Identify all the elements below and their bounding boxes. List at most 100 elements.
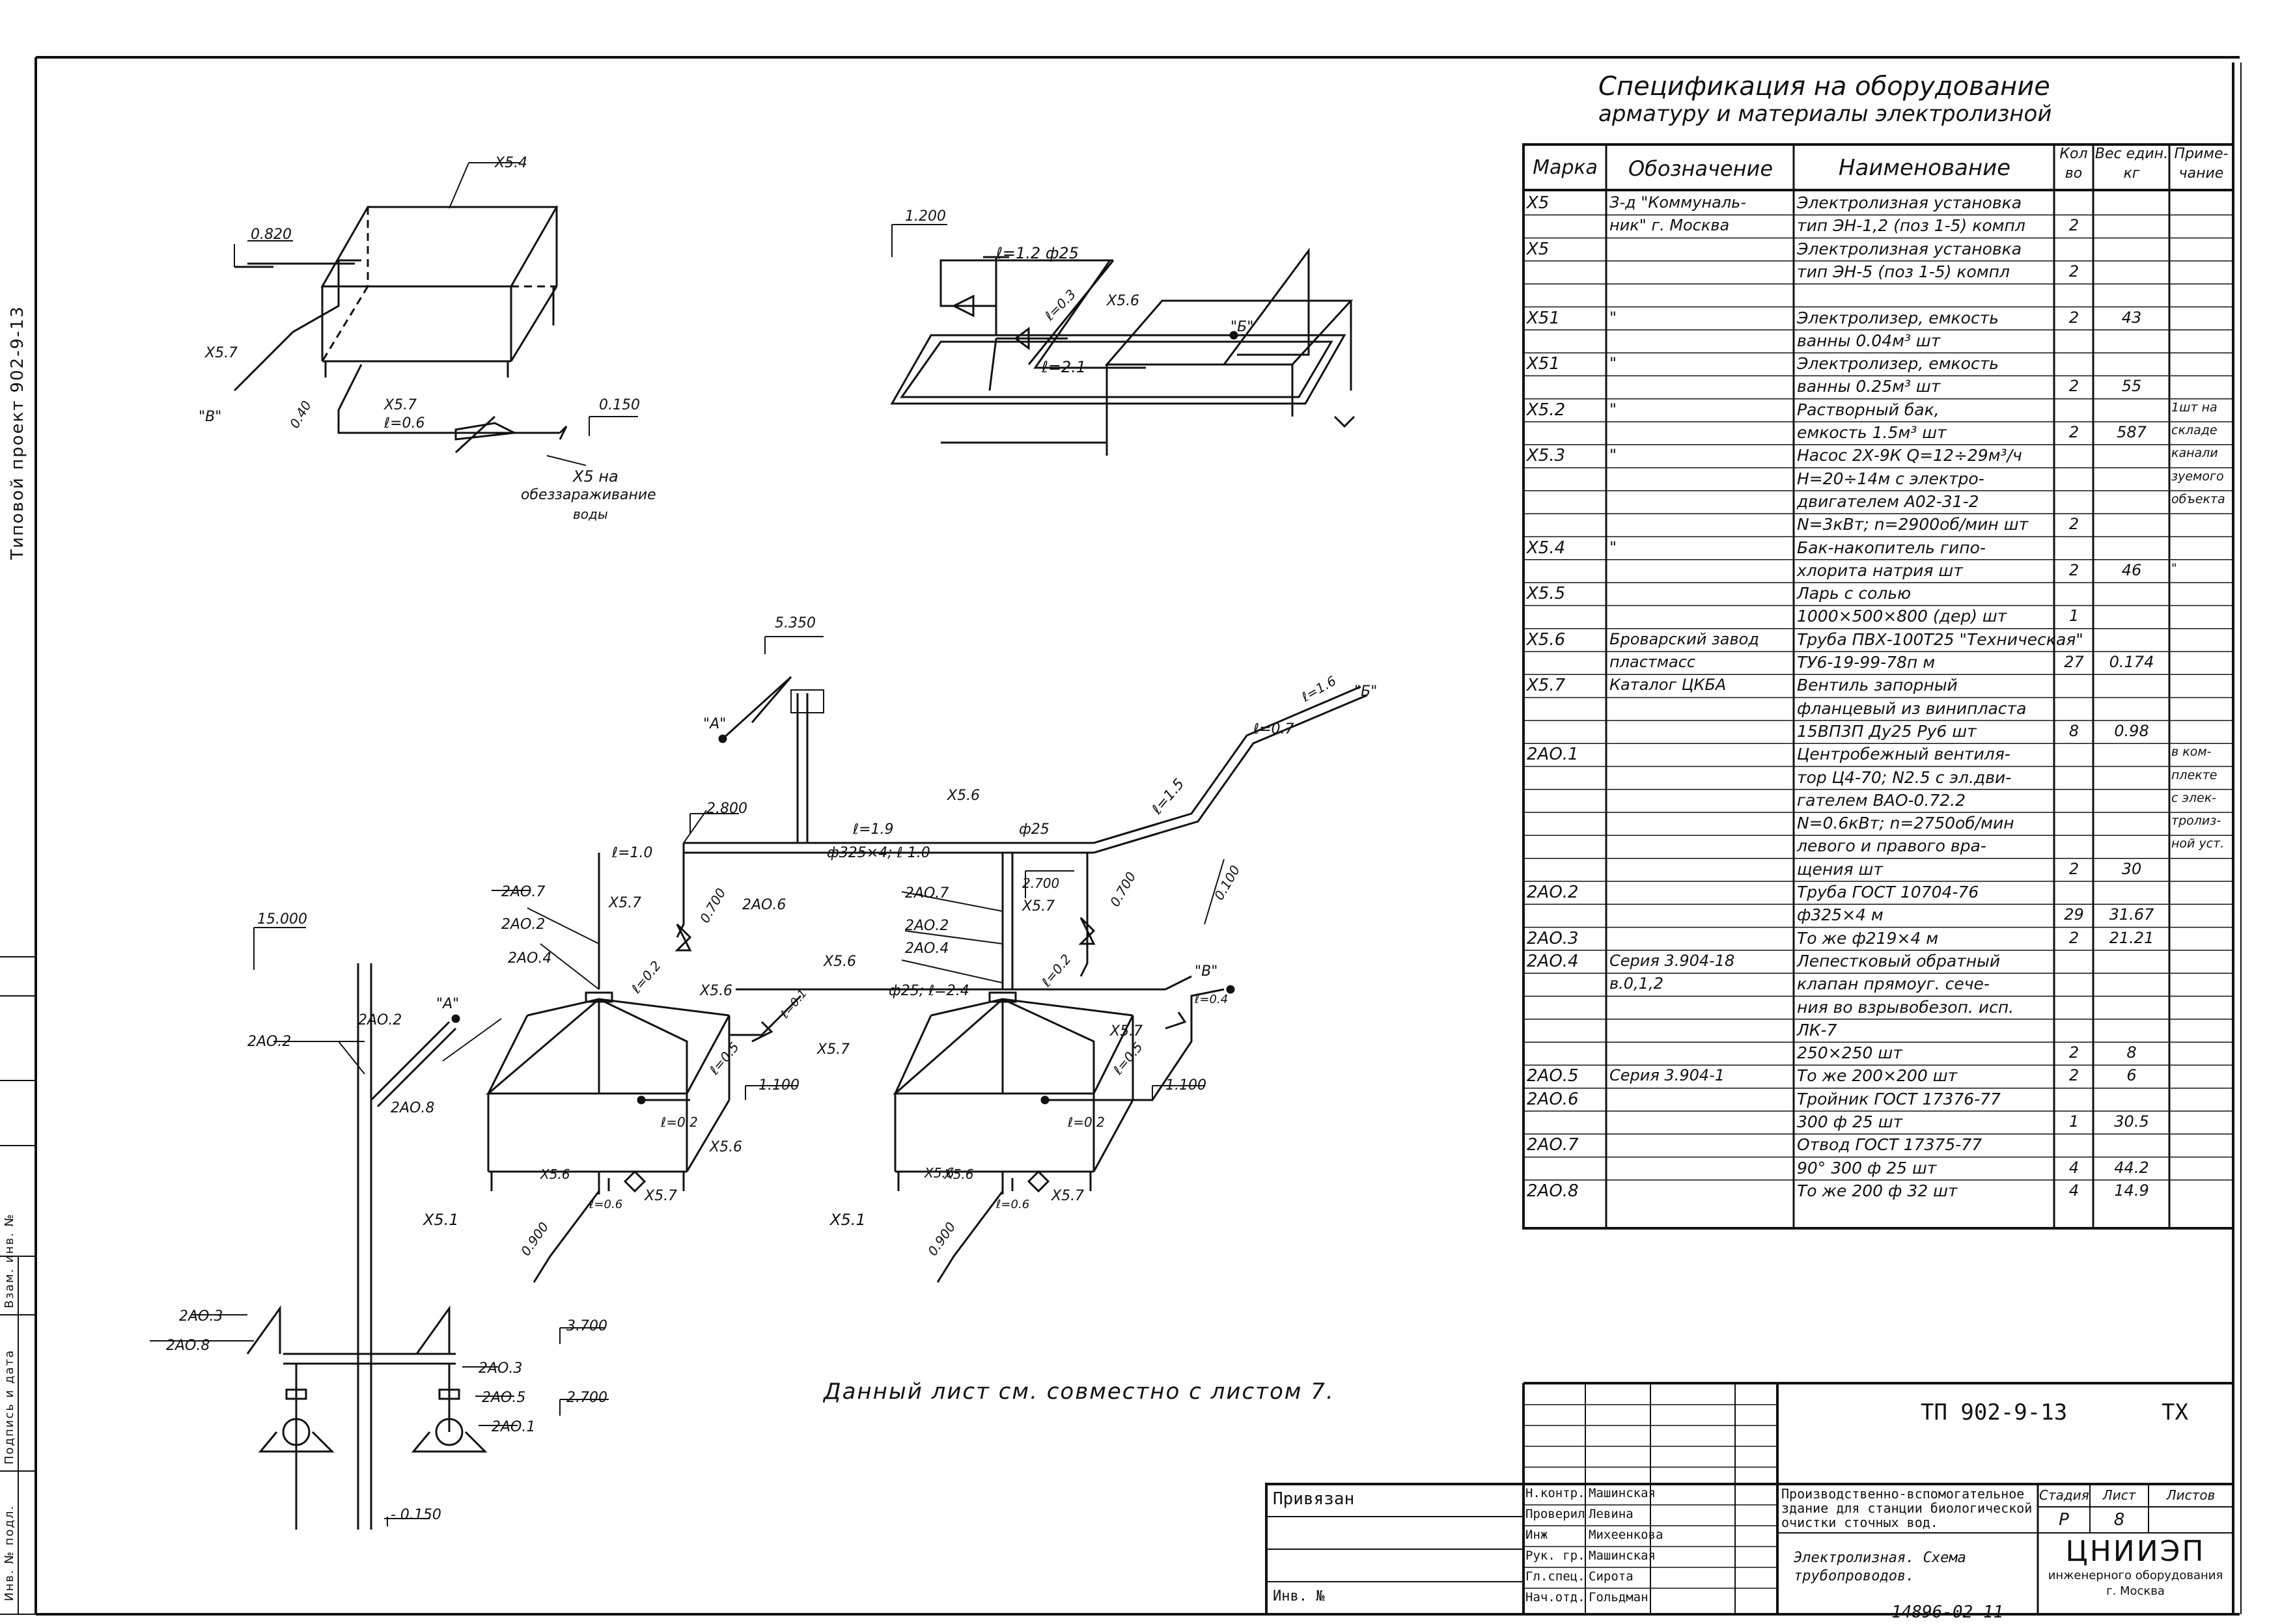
spec-cell-qty: 4 xyxy=(2068,1158,2079,1177)
spec-cell-mark: X51 xyxy=(1527,354,1560,374)
drawing-label-x57h: X5.7 xyxy=(1051,1188,1085,1204)
margin-vzam: Взам. инв. № xyxy=(3,1213,16,1308)
spec-cell-des: в.0,1,2 xyxy=(1609,974,1663,993)
sheet-header: Лист xyxy=(2102,1487,2136,1503)
spec-cell-w: 21.21 xyxy=(2109,928,2154,947)
spec-cell-name: Вентиль запорный xyxy=(1797,676,1958,695)
spec-cell-qty: 1 xyxy=(2068,607,2079,626)
object-description: Производственно-вспомогательное здание д… xyxy=(1781,1486,2033,1530)
spec-cell-qty: 2 xyxy=(2068,1043,2079,1062)
drawing-label-d0820: 0.820 xyxy=(251,227,292,243)
spec-cell-name: гателем ВАО-0.72.2 xyxy=(1797,790,1966,810)
drawing-label-a06: 2АО.6 xyxy=(742,897,786,913)
drawing-label-f325: ф325×4; ℓ 1.0 xyxy=(827,845,930,861)
spec-cell-name: Бак-накопитель гипо- xyxy=(1797,538,1986,557)
drawing-label-x57f: X5.7 xyxy=(1110,1023,1143,1039)
drawing-label-d0150: 0.150 xyxy=(599,397,640,413)
drawing-label-vody: воды xyxy=(573,506,608,522)
stamp-role: Рук. гр. xyxy=(1525,1548,1585,1563)
spec-cell-name: Лепестковый обратный xyxy=(1797,951,2001,970)
drawing-label-l12f25: ℓ=1.2 ф25 xyxy=(996,244,1079,262)
spec-cell-des: Серия 3.904-18 xyxy=(1609,951,1735,970)
spec-cell-note: объекта xyxy=(2171,491,2225,506)
spec-cell-name: ванны 0.25м³ шт xyxy=(1797,377,1941,396)
spec-cell-mark: 2АО.8 xyxy=(1527,1181,1579,1201)
spec-cell-qty: 2 xyxy=(2068,859,2079,878)
spec-cell-mark: X5.7 xyxy=(1527,676,1566,696)
drawing-label-d3700: 3.700 xyxy=(566,1318,607,1334)
spec-cell-qty: 2 xyxy=(2068,308,2079,327)
spec-cell-note: ной уст. xyxy=(2171,836,2225,851)
spec-cell-name: 15ВП3П Ду25 Ру6 шт xyxy=(1797,721,1977,741)
spec-cell-w: 587 xyxy=(2117,423,2147,441)
drawing-label-d1200: 1.200 xyxy=(905,208,946,225)
spec-cell-mark: X5.6 xyxy=(1527,629,1566,650)
spec-cell-mark: 2АО.6 xyxy=(1527,1089,1579,1109)
drawing-label-dm0150: - 0.150 xyxy=(391,1507,441,1523)
spec-cell-w: 30.5 xyxy=(2114,1112,2149,1131)
spec-cell-name: хлорита натрия шт xyxy=(1797,560,1963,580)
spec-cell-name: 300 ф 25 шт xyxy=(1797,1112,1903,1131)
spec-cell-name: N=0.6кВт; n=2750об/мин xyxy=(1797,814,2014,833)
spec-cell-qty: 29 xyxy=(2064,905,2084,924)
drawing-label-a08: 2АО.8 xyxy=(391,1100,435,1116)
spec-cell-note: тролиз- xyxy=(2171,814,2221,829)
drawing-label-x57b: X5.7 xyxy=(384,397,417,413)
drawing-label-b3: "В" xyxy=(1195,963,1218,980)
drawing-label-obezz: обеззараживание xyxy=(521,487,656,503)
drawing-label-a07b: 2АО.7 xyxy=(905,885,949,901)
spec-cell-qty: 2 xyxy=(2068,515,2079,534)
drawing-label-x56g: X5.6 xyxy=(540,1166,570,1182)
section-code: ТХ xyxy=(2162,1399,2188,1425)
drawing-label-x56i: X5.6 xyxy=(925,1165,954,1181)
spec-cell-name: тор Ц4-70; N2.5 с эл.дви- xyxy=(1797,767,2012,787)
spec-cell-des: " xyxy=(1609,446,1617,465)
drawing-label-l02d: ℓ=0.2 xyxy=(1068,1114,1105,1130)
spec-cell-note: с элек- xyxy=(2171,790,2217,805)
col-header-mark: Марка xyxy=(1533,156,1598,179)
drawing-label-d1100: 1.100 xyxy=(758,1077,800,1094)
spec-cell-w: 46 xyxy=(2121,560,2142,579)
spec-cell-name: То же ф219×4 м xyxy=(1797,928,1939,948)
spec-cell-mark: 2АО.5 xyxy=(1527,1066,1579,1086)
spec-cell-name: Электролизер, емкость xyxy=(1797,354,1999,374)
org-city: г. Москва xyxy=(2106,1584,2165,1598)
drawing-label-a03b: 2АО.3 xyxy=(479,1360,523,1377)
spec-cell-w: 30 xyxy=(2121,859,2142,878)
spec-cell-qty: 2 xyxy=(2068,560,2079,579)
spec-cell-name: 250×250 шт xyxy=(1797,1043,1902,1063)
spec-cell-name: емкость 1.5м³ шт xyxy=(1797,423,1947,442)
spec-cell-des: Серия 3.904-1 xyxy=(1609,1066,1725,1085)
stamp-name: Михеенкова xyxy=(1589,1528,1663,1542)
spec-cell-name: Труба ГОСТ 10704-76 xyxy=(1797,883,1979,901)
spec-cell-qty: 2 xyxy=(2068,928,2079,947)
drawing-label-a01: 2АО.1 xyxy=(492,1419,536,1435)
spec-cell-qty: 2 xyxy=(2068,1066,2079,1085)
drawing-label-a: "А" xyxy=(703,716,727,732)
sheet-note: Данный лист см. совместно с листом 7. xyxy=(824,1379,1335,1405)
spec-cell-name: Электролизная установка xyxy=(1797,239,2022,258)
stamp-name: Машинская xyxy=(1589,1548,1656,1563)
stage-header: Стадия xyxy=(2039,1487,2089,1503)
spec-cell-name: Отвод ГОСТ 17375-77 xyxy=(1797,1135,1982,1155)
drawing-label-l19: ℓ=1.9 xyxy=(853,821,894,838)
spec-cell-des: " xyxy=(1609,538,1617,557)
drawing-label-d15000: 15.000 xyxy=(257,911,307,928)
spec-cell-des: Бровар­ский завод xyxy=(1609,629,1759,648)
drawing-label-x56: X5.6 xyxy=(1107,293,1140,309)
spec-cell-mark: 2АО.2 xyxy=(1527,883,1579,902)
spec-cell-name: Растворный бак, xyxy=(1797,400,1940,419)
spec-cell-name: То же 200×200 шт xyxy=(1797,1066,1958,1086)
spec-cell-name: фланцевый из винипласта xyxy=(1797,698,2027,718)
spec-cell-name: тип ЭН-1,2 (поз 1-5) компл xyxy=(1797,216,2025,236)
spec-cell-name: тип ЭН-5 (поз 1-5) компл xyxy=(1797,262,2010,281)
sheet-value: 8 xyxy=(2113,1510,2125,1530)
drawing-label-d1100b: 1.100 xyxy=(1165,1077,1206,1094)
drawing-label-a08b: 2АО.8 xyxy=(166,1338,210,1354)
drawing-label-a04b: 2АО.4 xyxy=(905,941,949,957)
spec-cell-mark: X5.3 xyxy=(1527,446,1566,466)
spec-cell-w: 0.98 xyxy=(2114,721,2149,740)
margin-podpis: Подпись и дата xyxy=(3,1349,16,1465)
col-header-note: Приме- чание xyxy=(2174,146,2229,182)
